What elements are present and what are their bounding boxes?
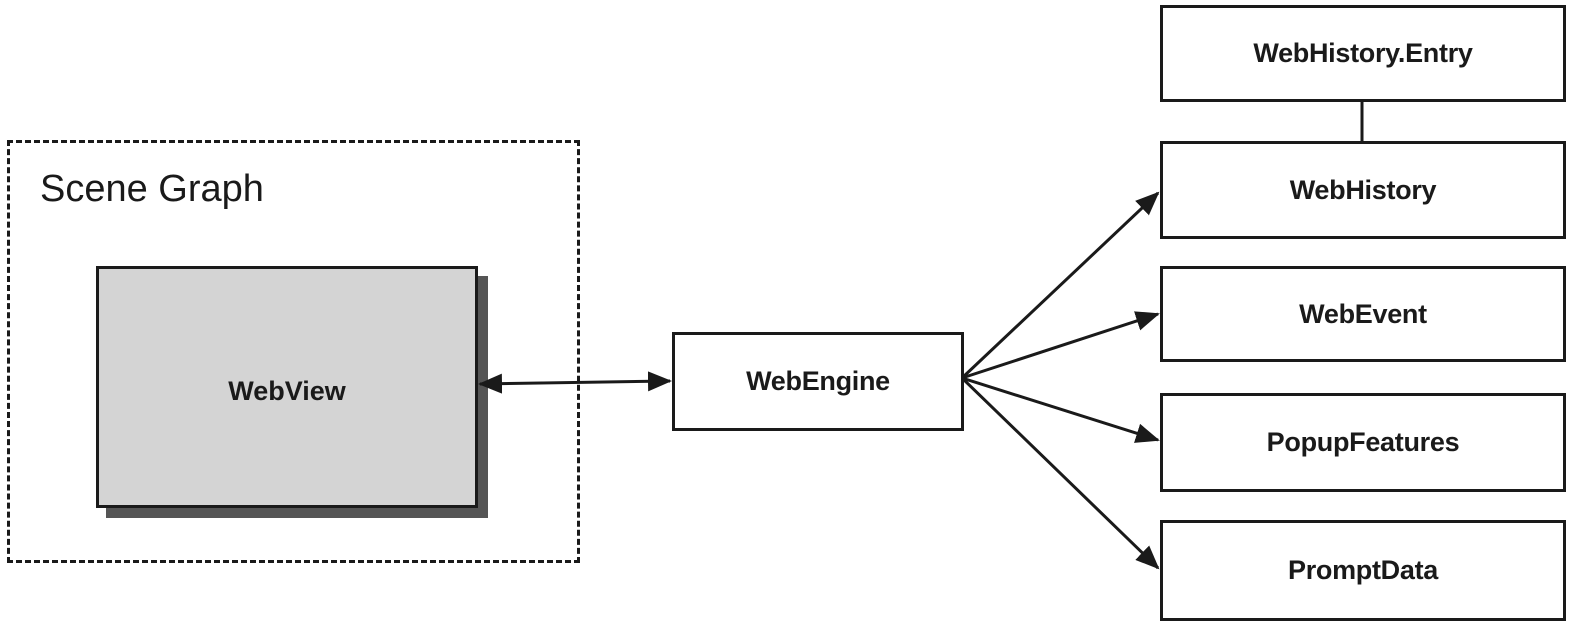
webengine-to-popupfeatures-arrow <box>961 376 1160 443</box>
webengine-to-webhistory-arrow <box>960 191 1160 380</box>
webengine-to-promptdata-arrow <box>960 376 1160 570</box>
popupfeatures-label: PopupFeatures <box>1266 427 1460 457</box>
webengine-node: WebEngine <box>672 332 964 431</box>
scene-graph-container <box>7 140 580 563</box>
webview-label: WebView <box>228 375 346 406</box>
webhistory-entry-label: WebHistory.Entry <box>1253 38 1473 68</box>
popupfeatures-node: PopupFeatures <box>1160 393 1566 492</box>
webengine-to-webevent-arrow <box>961 311 1160 380</box>
webengine-label: WebEngine <box>746 366 890 396</box>
webevent-node: WebEvent <box>1160 266 1566 362</box>
webhistory-entry-node: WebHistory.Entry <box>1160 5 1566 102</box>
webhistory-node: WebHistory <box>1160 141 1566 239</box>
promptdata-node: PromptData <box>1160 520 1566 621</box>
promptdata-label: PromptData <box>1287 555 1439 585</box>
scene-graph-title: Scene Graph <box>40 168 264 210</box>
webhistory-label: WebHistory <box>1289 174 1437 205</box>
webview-node: WebView <box>96 266 478 508</box>
webevent-label: WebEvent <box>1299 298 1427 329</box>
